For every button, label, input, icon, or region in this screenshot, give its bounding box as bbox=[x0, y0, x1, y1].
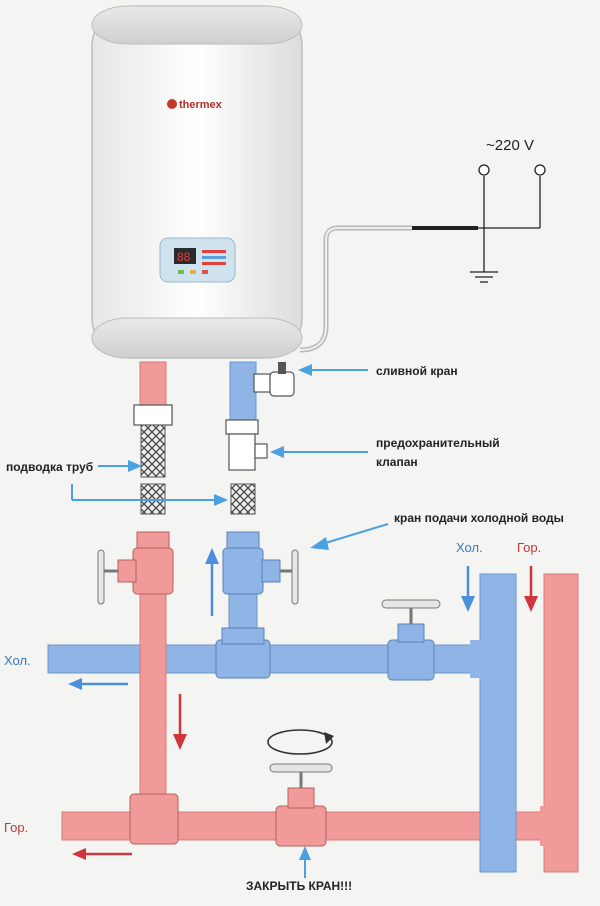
hot-riser-arrow-icon bbox=[524, 596, 538, 612]
cold-tee bbox=[215, 639, 271, 679]
terminal-neutral-icon bbox=[534, 164, 546, 176]
drain-valve-label: сливной кран bbox=[376, 364, 458, 378]
cold-flex-hose bbox=[230, 483, 256, 515]
cold-flow-label: Хол. bbox=[4, 653, 31, 668]
cold-inlet-pipe bbox=[229, 361, 257, 423]
cold-supply-valve-label: кран подачи холодной воды bbox=[394, 511, 564, 525]
cold-riser-arrow-icon bbox=[461, 596, 475, 612]
rotate-arrow-icon bbox=[267, 729, 334, 755]
hot-outlet-pipe bbox=[139, 361, 167, 409]
thermex-logo: thermex bbox=[167, 99, 223, 111]
cold-supply-valve[interactable] bbox=[222, 531, 299, 605]
close-valve-label: ЗАКРЫТЬ КРАН!!! bbox=[246, 879, 352, 893]
hot-riser-label: Гор. bbox=[517, 540, 541, 555]
hot-left-arrow-icon bbox=[72, 848, 86, 860]
hot-union-nut bbox=[133, 404, 173, 426]
pipe-supply-label: подводка труб bbox=[6, 460, 93, 474]
hot-flow-label: Гор. bbox=[4, 820, 28, 835]
cold-up-arrow-icon bbox=[205, 548, 219, 564]
safety-valve-nut bbox=[225, 419, 259, 435]
cold-left-arrow-icon bbox=[68, 678, 82, 690]
cold-main-valve[interactable] bbox=[381, 599, 441, 681]
hot-down-arrow-icon bbox=[173, 734, 187, 750]
hot-tee bbox=[129, 793, 179, 845]
drain-valve[interactable] bbox=[253, 362, 295, 397]
control-panel: 88 bbox=[159, 237, 236, 283]
hot-flex-hose bbox=[140, 424, 166, 478]
hot-supply-valve[interactable] bbox=[97, 531, 174, 605]
water-heater-tank: thermex 88 bbox=[91, 5, 303, 359]
label-pointers bbox=[71, 364, 389, 878]
power-cable: ~220 V bbox=[299, 137, 546, 353]
hot-down-pipe bbox=[139, 589, 167, 819]
voltage-label: ~220 V bbox=[486, 137, 534, 154]
temperature-display: 88 bbox=[177, 250, 191, 264]
flow-arrows bbox=[68, 548, 538, 860]
safety-valve-label-line2: клапан bbox=[376, 455, 418, 469]
hot-main-valve[interactable] bbox=[269, 763, 333, 847]
safety-valve[interactable] bbox=[228, 433, 268, 471]
safety-valve-label-line1: предохранительный bbox=[376, 436, 500, 450]
cold-riser-label: Хол. bbox=[456, 540, 483, 555]
cold-riser-pipe bbox=[479, 573, 517, 873]
ground-icon bbox=[470, 271, 498, 283]
brand-text: thermex bbox=[179, 99, 223, 111]
terminal-phase-icon bbox=[478, 164, 490, 176]
